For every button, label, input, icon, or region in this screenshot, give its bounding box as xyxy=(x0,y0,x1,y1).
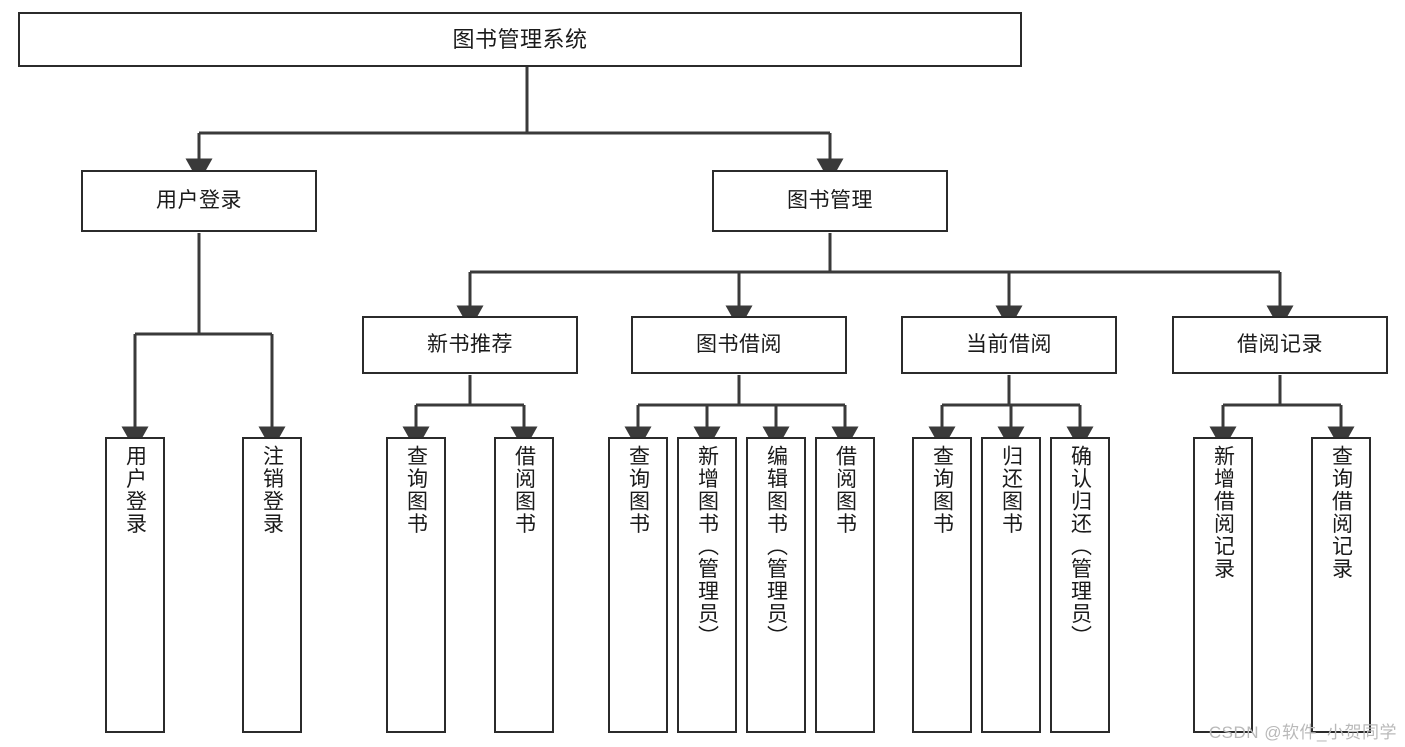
node-leaf-borrow-book-1[interactable]: 借阅图书 xyxy=(494,437,554,733)
node-leaf-add-record[interactable]: 新增借阅记录 xyxy=(1193,437,1253,733)
node-book-borrow-label: 图书借阅 xyxy=(696,332,782,356)
node-leaf-query-book-3[interactable]: 查询图书 xyxy=(912,437,972,733)
node-new-book-recommend-label: 新书推荐 xyxy=(427,332,513,356)
node-leaf-query-book-3-label: 查询图书 xyxy=(930,445,954,535)
node-book-manage[interactable]: 图书管理 xyxy=(712,170,948,232)
node-current-borrow[interactable]: 当前借阅 xyxy=(901,316,1117,374)
node-book-manage-label: 图书管理 xyxy=(787,188,873,212)
node-leaf-add-book-label: 新增图书（管理员） xyxy=(695,445,719,648)
node-current-borrow-label: 当前借阅 xyxy=(966,332,1052,356)
node-leaf-borrow-book-2-label: 借阅图书 xyxy=(833,445,857,535)
node-leaf-query-book-1[interactable]: 查询图书 xyxy=(386,437,446,733)
node-leaf-borrow-book-2[interactable]: 借阅图书 xyxy=(815,437,875,733)
node-borrow-record[interactable]: 借阅记录 xyxy=(1172,316,1388,374)
node-new-book-recommend[interactable]: 新书推荐 xyxy=(362,316,578,374)
node-leaf-user-login-label: 用户登录 xyxy=(123,445,147,535)
node-leaf-edit-book-label: 编辑图书（管理员） xyxy=(764,445,788,648)
node-leaf-logout-login-label: 注销登录 xyxy=(260,445,284,535)
node-root-label: 图书管理系统 xyxy=(452,26,588,52)
node-leaf-return-book[interactable]: 归还图书 xyxy=(981,437,1041,733)
watermark-text: CSDN @软件_小贺同学 xyxy=(1208,723,1397,742)
node-leaf-confirm-return[interactable]: 确认归还（管理员） xyxy=(1050,437,1110,733)
node-leaf-query-book-1-label: 查询图书 xyxy=(404,445,428,535)
node-leaf-query-book-2-label: 查询图书 xyxy=(626,445,650,535)
node-leaf-return-book-label: 归还图书 xyxy=(999,445,1023,535)
node-leaf-add-record-label: 新增借阅记录 xyxy=(1211,445,1235,580)
node-user-login-label: 用户登录 xyxy=(156,188,242,212)
node-leaf-borrow-book-1-label: 借阅图书 xyxy=(512,445,536,535)
node-leaf-query-record-label: 查询借阅记录 xyxy=(1329,445,1353,580)
node-leaf-add-book[interactable]: 新增图书（管理员） xyxy=(677,437,737,733)
node-leaf-edit-book[interactable]: 编辑图书（管理员） xyxy=(746,437,806,733)
node-leaf-confirm-return-label: 确认归还（管理员） xyxy=(1068,445,1092,648)
node-book-borrow[interactable]: 图书借阅 xyxy=(631,316,847,374)
node-leaf-query-book-2[interactable]: 查询图书 xyxy=(608,437,668,733)
node-leaf-user-login[interactable]: 用户登录 xyxy=(105,437,165,733)
node-borrow-record-label: 借阅记录 xyxy=(1237,332,1323,356)
node-root[interactable]: 图书管理系统 xyxy=(18,12,1022,67)
node-leaf-query-record[interactable]: 查询借阅记录 xyxy=(1311,437,1371,733)
node-leaf-logout-login[interactable]: 注销登录 xyxy=(242,437,302,733)
node-user-login[interactable]: 用户登录 xyxy=(81,170,317,232)
